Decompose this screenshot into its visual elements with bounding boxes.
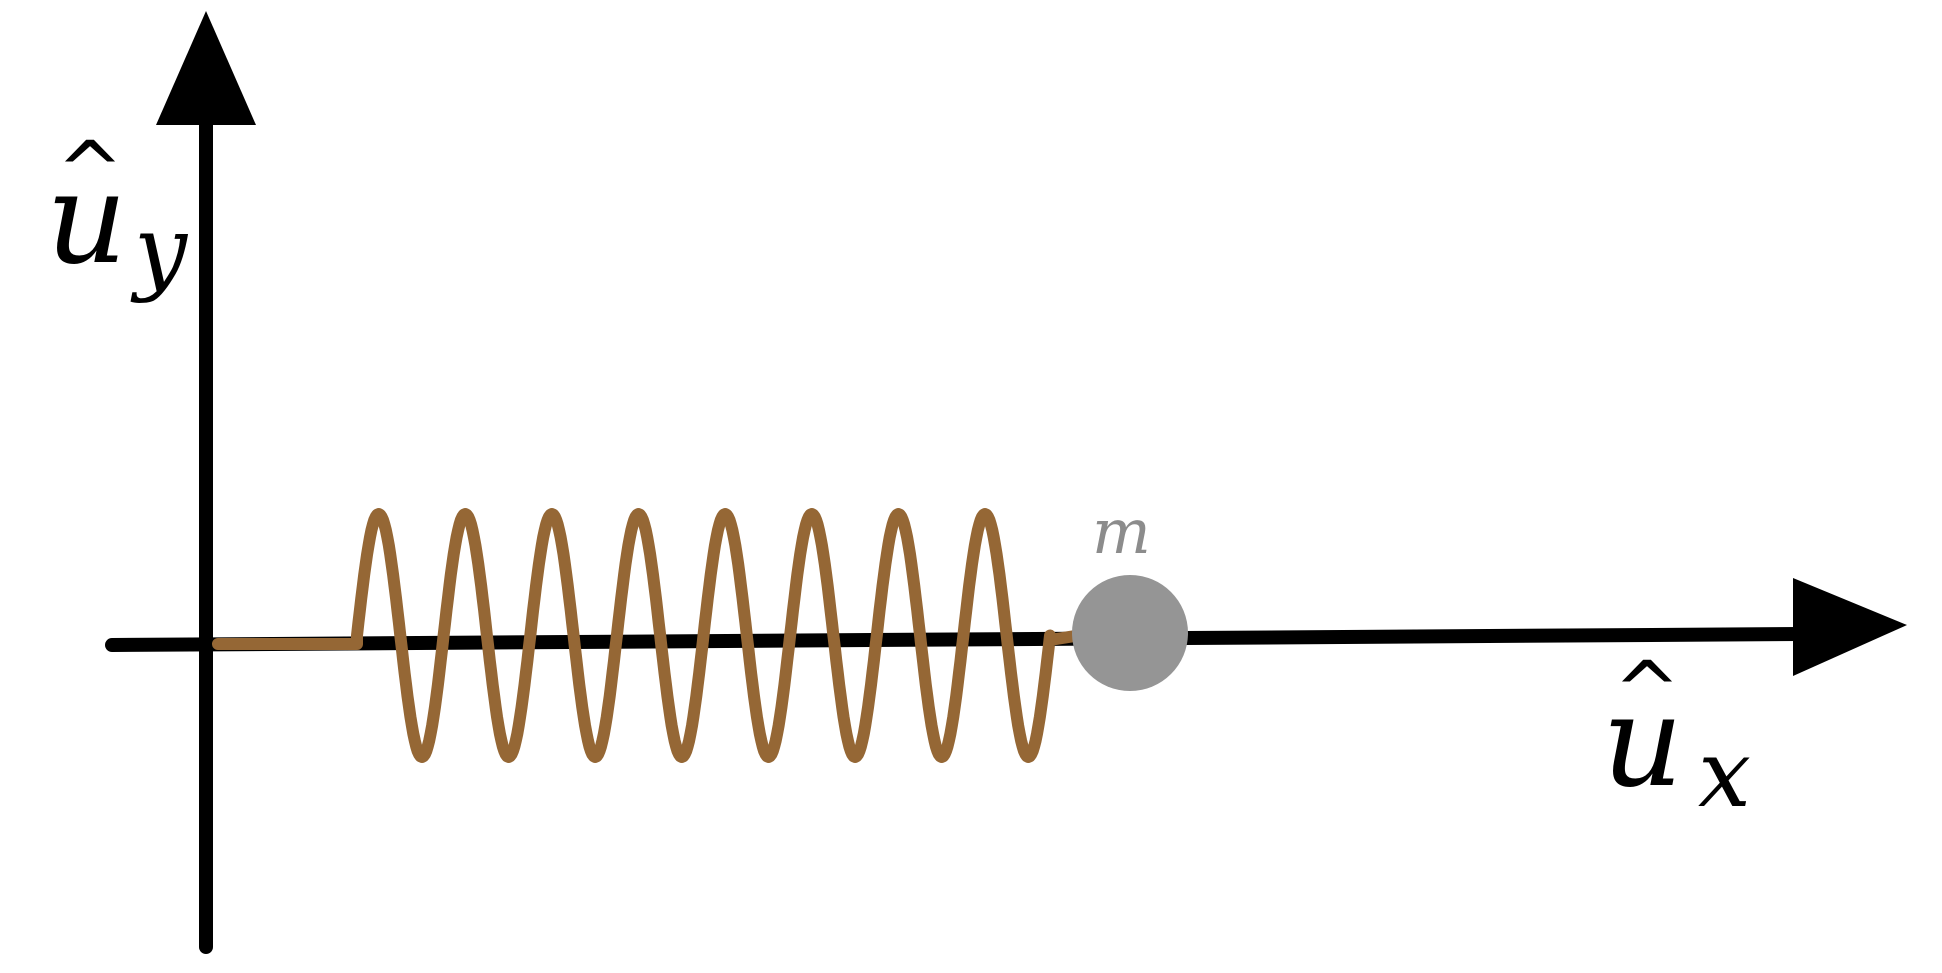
x-axis-arrowhead-icon: [1793, 578, 1907, 676]
y-axis-label-subscript: y: [130, 196, 189, 305]
x-axis-label: ^ u x: [1602, 644, 1751, 829]
y-axis-label-accent: ^: [56, 124, 123, 217]
mass-ball: [1072, 575, 1188, 691]
mass-label: m: [1092, 495, 1151, 568]
x-axis-label-base: u: [1602, 668, 1683, 815]
y-axis-label-base: u: [46, 145, 127, 292]
x-axis-label-accent: ^: [1613, 644, 1680, 737]
x-axis-label-subscript: x: [1698, 720, 1751, 829]
y-axis-arrowhead-icon: [156, 11, 256, 125]
x-axis-line: [105, 627, 1807, 652]
y-axis-label: ^ u y: [46, 124, 189, 305]
spring-coil: [212, 508, 1081, 763]
